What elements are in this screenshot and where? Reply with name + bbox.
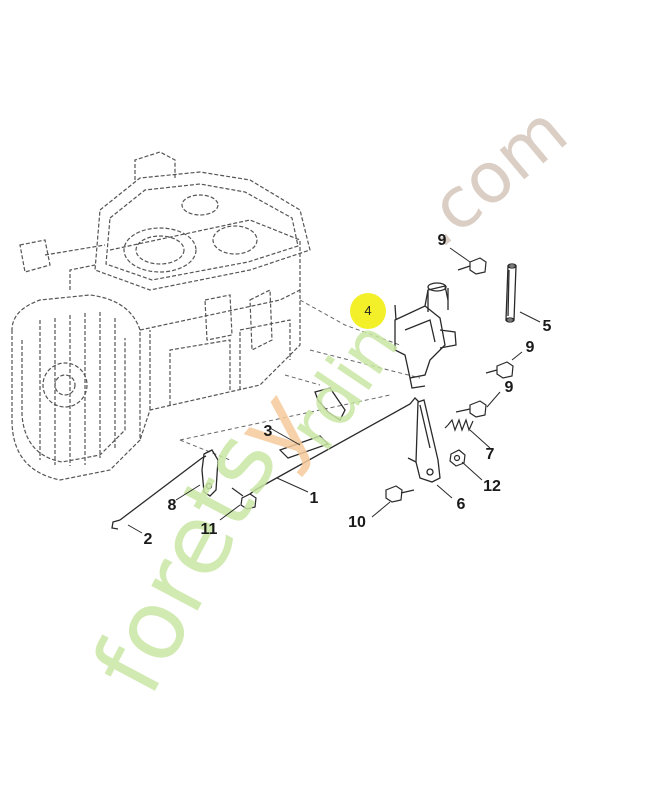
part-11-screw xyxy=(231,487,257,510)
callout-6[interactable]: 6 xyxy=(457,496,466,513)
part-10-bolt xyxy=(385,485,415,503)
part-12-nut xyxy=(449,449,466,467)
callout-12[interactable]: 12 xyxy=(483,478,501,495)
part-8-bracket xyxy=(201,449,219,497)
watermark-logo: forets y rdin .com xyxy=(71,90,582,711)
watermark-part-1: forets xyxy=(71,414,300,711)
engine-block xyxy=(11,151,311,481)
callout-9-middle[interactable]: 9 xyxy=(526,339,535,356)
callout-8[interactable]: 8 xyxy=(168,497,177,514)
callout-4-label: 4 xyxy=(364,303,371,318)
watermark-part-4: .com xyxy=(398,90,582,263)
callout-1[interactable]: 1 xyxy=(310,490,319,507)
guide-lines xyxy=(179,299,421,461)
callout-7[interactable]: 7 xyxy=(486,446,495,463)
callout-10[interactable]: 10 xyxy=(348,514,366,531)
callout-9-top[interactable]: 9 xyxy=(438,232,447,249)
callout-11[interactable]: 11 xyxy=(201,521,218,538)
callout-5[interactable]: 5 xyxy=(543,318,552,335)
callout-leaders xyxy=(127,247,541,534)
callout-4-highlight[interactable]: 4 xyxy=(350,293,386,329)
callout-9-lower[interactable]: 9 xyxy=(505,379,514,396)
part-3-plate xyxy=(278,435,330,459)
governor-bracket-assembly xyxy=(394,282,457,389)
part-6-lever xyxy=(407,399,441,483)
part-7-spring xyxy=(444,418,474,432)
callout-3[interactable]: 3 xyxy=(264,423,273,440)
part-5-pin xyxy=(505,263,517,323)
callout-numbers: 1 2 3 5 6 7 8 9 9 9 10 11 12 xyxy=(144,232,552,548)
part-9-bolts xyxy=(455,257,514,418)
callout-2[interactable]: 2 xyxy=(144,531,153,548)
part-2-wire xyxy=(111,455,207,530)
